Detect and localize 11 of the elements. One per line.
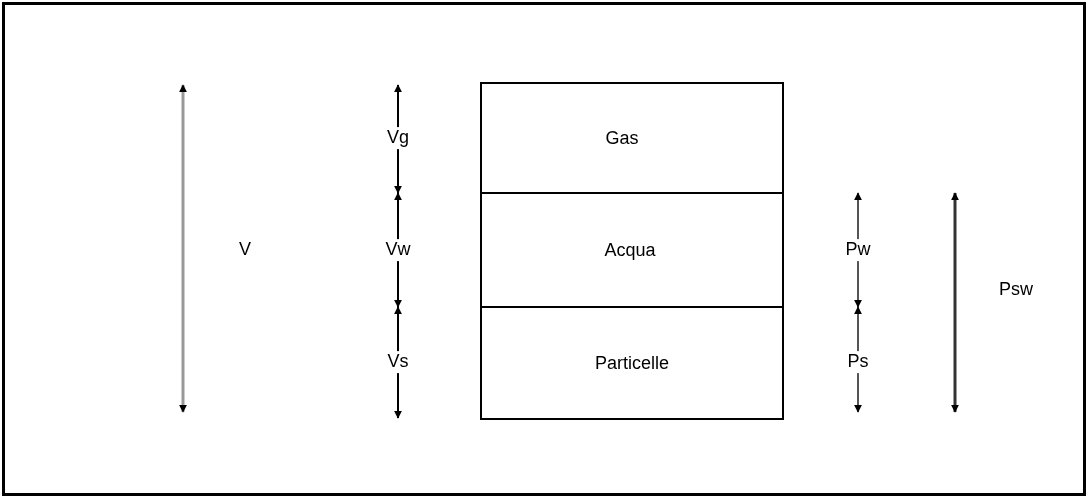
phase-box [480, 82, 784, 194]
dimension-label: Vg [387, 127, 409, 149]
phase-box [480, 308, 784, 420]
phase-label: Acqua [604, 239, 656, 261]
phase-label: Particelle [595, 352, 669, 374]
dimension-label: Vs [387, 351, 409, 373]
dimension-label: Ps [847, 351, 869, 373]
dimension-label: Pw [845, 239, 871, 261]
dimension-label: Vw [385, 239, 411, 261]
phase-box [480, 194, 784, 308]
phase-label: Gas [605, 127, 639, 149]
